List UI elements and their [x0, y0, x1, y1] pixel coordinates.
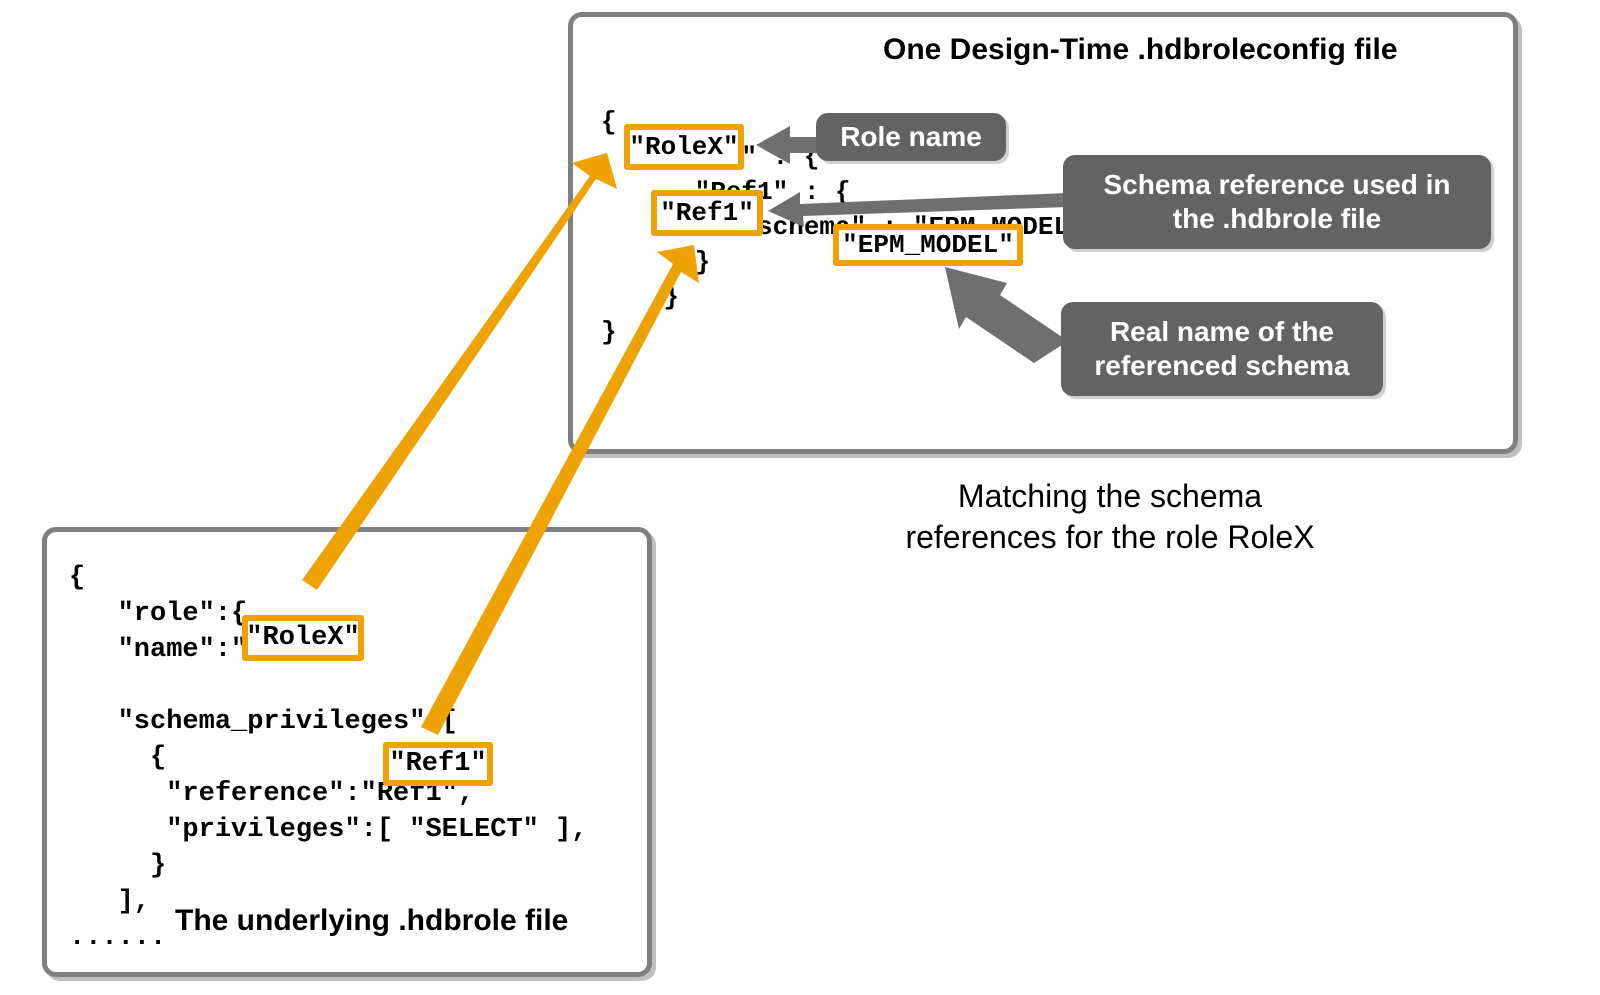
diagram-caption-line2: references for the role RoleX — [905, 518, 1315, 555]
role-name-callout-text: Role name — [840, 120, 982, 152]
role-name-callout: Role name — [816, 113, 1006, 161]
highlight-ref1-hdbrole: "Ref1" — [383, 742, 493, 786]
highlight-rolex-hdbrole: "RoleX" — [242, 615, 364, 661]
real-schema-name-callout: Real name of the referenced schema — [1061, 302, 1383, 396]
real-schema-name-callout-line1: Real name of the — [1109, 315, 1335, 347]
schema-reference-callout: Schema reference used in the .hdbrole fi… — [1063, 155, 1491, 249]
design-time-panel-title: One Design-Time .hdbroleconfig file — [883, 33, 1398, 66]
schema-reference-callout-text: Schema reference used in the .hdbrole fi… — [1103, 168, 1450, 236]
highlight-epm-model-design: "EPM_MODEL" — [833, 224, 1023, 266]
hdbrole-file-panel: { "role":{ "name":"RoleX", "schema_privi… — [42, 527, 652, 977]
diagram-caption: Matching the schema references for the r… — [858, 476, 1362, 558]
hdbrole-panel-title: The underlying .hdbrole file — [175, 904, 569, 937]
highlight-ref1-design: "Ref1" — [651, 190, 763, 236]
schema-reference-callout-line1: Schema reference used in — [1103, 168, 1451, 200]
real-schema-name-callout-text: Real name of the referenced schema — [1094, 315, 1349, 383]
highlight-rolex-design: "RoleX" — [624, 124, 744, 170]
real-schema-name-callout-line2: referenced schema — [1094, 350, 1350, 381]
diagram-caption-line1: Matching the schema — [957, 478, 1263, 514]
schema-reference-callout-line2: the .hdbrole file — [1172, 203, 1382, 234]
